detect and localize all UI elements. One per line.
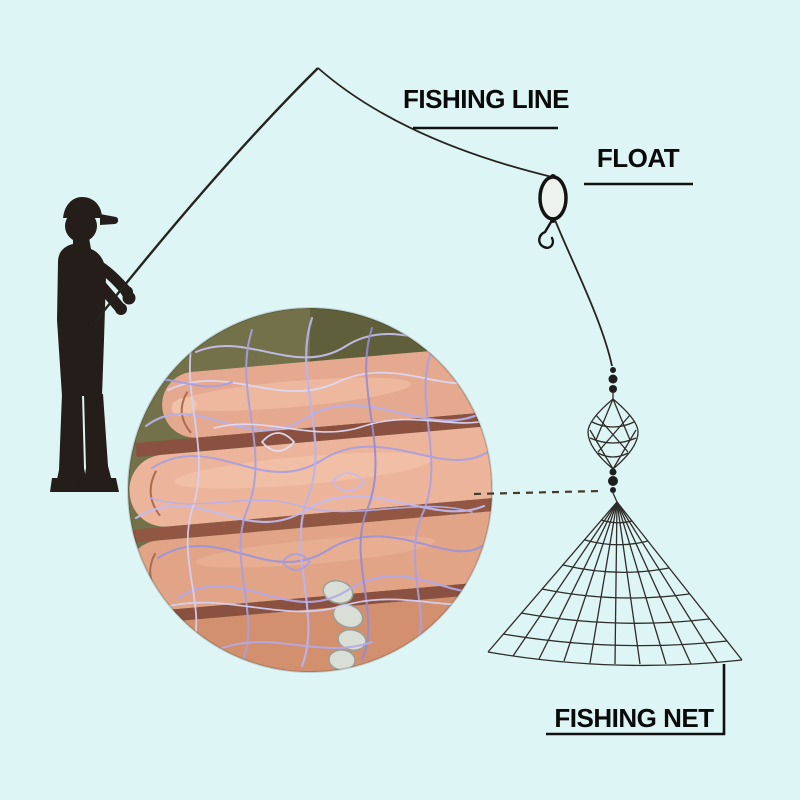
fisherman-leg [83, 394, 114, 489]
net-mesh-closeup-photo [128, 308, 492, 672]
bead [608, 476, 618, 486]
fisherman-hand [115, 303, 127, 315]
label-float: FLOAT [597, 143, 680, 173]
net-radial-lines [487, 501, 743, 665]
bead [609, 385, 617, 393]
fisherman-silhouette [50, 197, 136, 492]
fisherman-boot [78, 478, 119, 492]
float-assembly [538, 174, 613, 367]
net-spindle-lattice [589, 398, 637, 470]
finger-highlight [173, 452, 433, 489]
mesh-net-strands [134, 316, 489, 668]
bead [610, 367, 616, 373]
label-fishing-net: FISHING NET [554, 703, 714, 733]
fishing-line-curve [317, 67, 553, 178]
finger-highlight [172, 377, 412, 411]
rig-link [612, 492, 618, 503]
bead [610, 487, 616, 493]
dashed-connector [473, 489, 601, 496]
net-ring-lines [487, 519, 743, 667]
bead [608, 374, 618, 384]
fisherman-leg [55, 394, 88, 489]
bead [609, 468, 617, 476]
fisherman-cap-brim [100, 214, 119, 225]
fishing-rod [94, 67, 319, 323]
fisherman-head [65, 210, 97, 242]
float-body [538, 175, 568, 221]
fishing-reel [122, 291, 136, 305]
label-leader-lines [413, 126, 726, 736]
fingernail [171, 397, 197, 417]
cone-fishing-net [487, 501, 743, 667]
photo-edge-ring [127, 307, 493, 673]
line-to-rig [554, 219, 613, 367]
sinker-weights [322, 579, 367, 671]
float-clip-hook [538, 220, 555, 249]
net-rig [587, 367, 639, 503]
finger-highlight [195, 535, 435, 568]
fishing-net-leader [546, 664, 726, 736]
label-fishing-line: FISHING LINE [403, 84, 569, 114]
